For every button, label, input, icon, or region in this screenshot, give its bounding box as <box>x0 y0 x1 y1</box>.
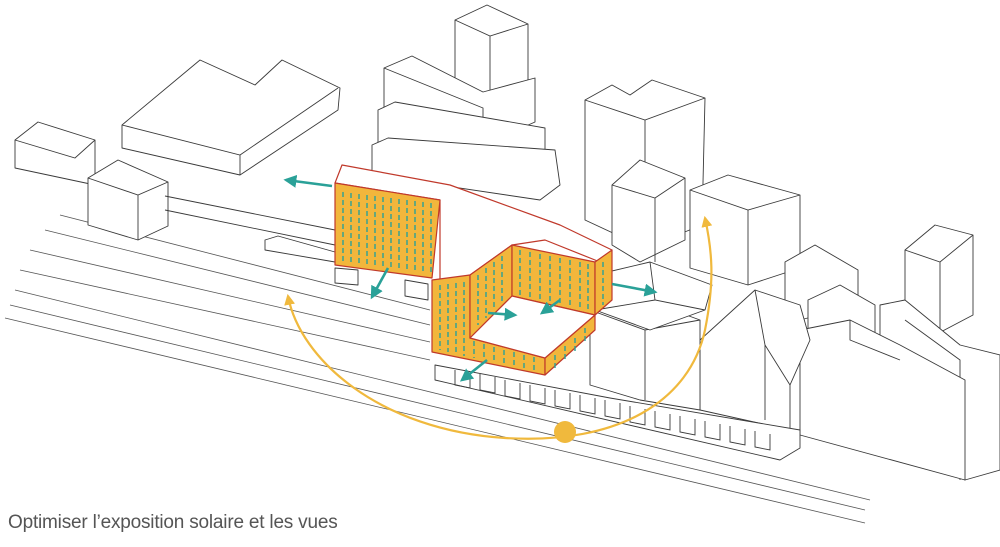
view-arrow-south <box>459 358 488 382</box>
view-arrow-southwest <box>370 267 390 300</box>
view-arrows <box>283 174 658 382</box>
view-arrow-east <box>611 282 658 297</box>
diagram-caption: Optimiser l’exposition solaire et les vu… <box>8 512 338 533</box>
railway-tracks <box>4 214 871 524</box>
project-building <box>334 164 613 376</box>
view-arrow-west <box>283 174 333 188</box>
context-buildings <box>14 4 1000 481</box>
view-arrow-courtyard-west <box>539 298 561 315</box>
sun-icon <box>554 421 576 443</box>
sun-path <box>284 215 713 443</box>
view-arrow-courtyard-east <box>487 307 518 321</box>
